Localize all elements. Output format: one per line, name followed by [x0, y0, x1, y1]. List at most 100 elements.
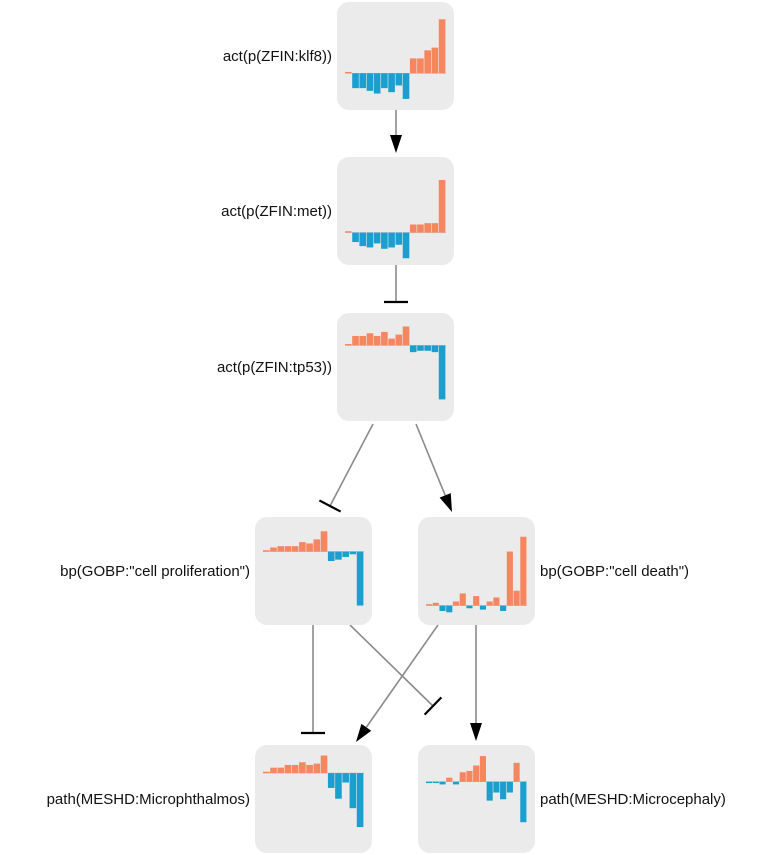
edge-cell_proliferation-microcephaly-decreases: [349, 624, 443, 716]
node-microcephaly[interactable]: path(MESHD:Microcephaly): [418, 745, 726, 853]
bar-microcephaly-14: [520, 781, 527, 823]
bar-klf8-0: [345, 71, 352, 74]
bar-cell_proliferation-13: [356, 551, 364, 606]
bar-cell_death-1: [432, 602, 439, 606]
bar-cell_proliferation-4: [291, 546, 299, 552]
inhibition-bar-icon: [423, 696, 443, 716]
edge-cell_death-microphthalmos-increases: [356, 624, 439, 742]
bar-cell_death-0: [426, 604, 433, 606]
bar-microcephaly-13: [513, 762, 520, 782]
bar-tp53-4: [373, 335, 381, 346]
bar-microphthalmos-11: [342, 773, 349, 783]
bar-klf8-11: [424, 50, 431, 74]
node-label-met: act(p(ZFIN:met)): [221, 203, 332, 220]
node-microphthalmos[interactable]: path(MESHD:Microphthalmos): [47, 745, 372, 853]
bar-microcephaly-5: [459, 772, 466, 782]
bar-microcephaly-6: [466, 770, 473, 782]
bar-microphthalmos-5: [299, 762, 306, 774]
bar-klf8-2: [359, 73, 367, 89]
bar-met-9: [409, 224, 417, 233]
bar-microcephaly-2: [439, 781, 446, 785]
node-klf8[interactable]: act(p(ZFIN:klf8)): [223, 2, 454, 110]
bar-met-4: [373, 232, 381, 244]
node-met[interactable]: act(p(ZFIN:met)): [221, 157, 454, 265]
bar-microcephaly-10: [493, 781, 500, 793]
bar-microphthalmos-1: [270, 767, 277, 774]
bar-tp53-8: [402, 326, 410, 346]
bar-tp53-5: [381, 331, 388, 346]
bar-microcephaly-7: [473, 765, 480, 782]
edge-tp53-cell_proliferation-decreases: [318, 423, 374, 513]
bar-cell_proliferation-11: [342, 551, 349, 557]
bar-klf8-8: [402, 73, 410, 99]
bar-met-7: [395, 232, 403, 245]
bar-tp53-12: [431, 345, 439, 353]
bar-microphthalmos-9: [327, 773, 335, 788]
bar-klf8-10: [417, 58, 424, 74]
bar-klf8-12: [431, 47, 439, 74]
edge-tp53-cell_death-increases: [415, 423, 452, 512]
bar-tp53-7: [395, 334, 403, 346]
bar-cell_death-5: [459, 593, 466, 606]
bar-tp53-6: [388, 338, 395, 346]
bar-met-13: [438, 179, 446, 233]
bar-cell_proliferation-10: [335, 551, 342, 560]
inhibition-bar-icon: [318, 499, 342, 513]
bar-cell_proliferation-5: [299, 542, 306, 552]
bar-cell_death-12: [506, 551, 513, 606]
edge-cell_proliferation-microphthalmos-decreases: [301, 625, 325, 735]
bar-klf8-13: [438, 19, 446, 74]
bar-microcephaly-4: [452, 781, 460, 785]
bar-met-8: [402, 232, 410, 259]
bar-microphthalmos-7: [313, 763, 321, 774]
node-label-tp53: act(p(ZFIN:tp53)): [217, 359, 332, 376]
bar-microcephaly-3: [446, 777, 453, 782]
bar-klf8-3: [366, 73, 374, 91]
edge-klf8-met-increases: [390, 110, 402, 153]
node-cell_death[interactable]: bp(GOBP:"cell death"): [418, 517, 689, 625]
bar-met-2: [359, 232, 367, 247]
node-box: [337, 2, 454, 110]
bar-microcephaly-8: [479, 756, 486, 782]
bar-met-12: [431, 223, 439, 233]
bar-klf8-9: [409, 58, 417, 74]
bar-cell_death-8: [479, 605, 486, 610]
bar-klf8-7: [395, 73, 403, 86]
edge-line: [329, 423, 374, 507]
node-tp53[interactable]: act(p(ZFIN:tp53)): [217, 313, 454, 421]
bar-klf8-1: [352, 73, 359, 89]
node-label-cell_death: bp(GOBP:"cell death"): [540, 563, 689, 580]
arrow-head-icon: [356, 723, 372, 742]
bar-microphthalmos-2: [277, 767, 285, 774]
bar-cell_death-11: [500, 605, 507, 611]
node-box: [255, 517, 372, 625]
bar-cell_death-2: [439, 605, 446, 611]
bar-microphthalmos-4: [291, 764, 299, 774]
node-box: [337, 157, 454, 265]
bar-cell_proliferation-8: [320, 531, 328, 552]
bar-met-3: [366, 232, 374, 248]
arrow-head-icon: [390, 135, 402, 153]
bar-microphthalmos-10: [335, 773, 342, 799]
bar-met-1: [352, 232, 359, 243]
bar-cell_death-14: [520, 536, 527, 606]
bar-cell_proliferation-0: [263, 550, 270, 552]
node-box: [418, 517, 535, 625]
bar-cell_death-10: [493, 597, 500, 606]
bar-tp53-11: [424, 345, 431, 351]
bar-cell_death-4: [452, 601, 460, 606]
bar-tp53-0: [345, 344, 352, 346]
node-label-microcephaly: path(MESHD:Microcephaly): [540, 791, 726, 808]
bar-cell_death-6: [466, 605, 473, 609]
bar-microphthalmos-6: [306, 764, 313, 774]
bar-cell_death-7: [473, 596, 480, 606]
bar-microphthalmos-8: [320, 755, 328, 774]
bar-microphthalmos-13: [356, 773, 364, 828]
node-cell_proliferation[interactable]: bp(GOBP:"cell proliferation"): [60, 517, 372, 625]
bar-tp53-10: [417, 345, 424, 351]
edge-met-tp53-decreases: [384, 265, 408, 304]
edge-line: [349, 624, 434, 707]
bar-tp53-2: [359, 335, 367, 346]
bar-tp53-9: [409, 345, 417, 353]
